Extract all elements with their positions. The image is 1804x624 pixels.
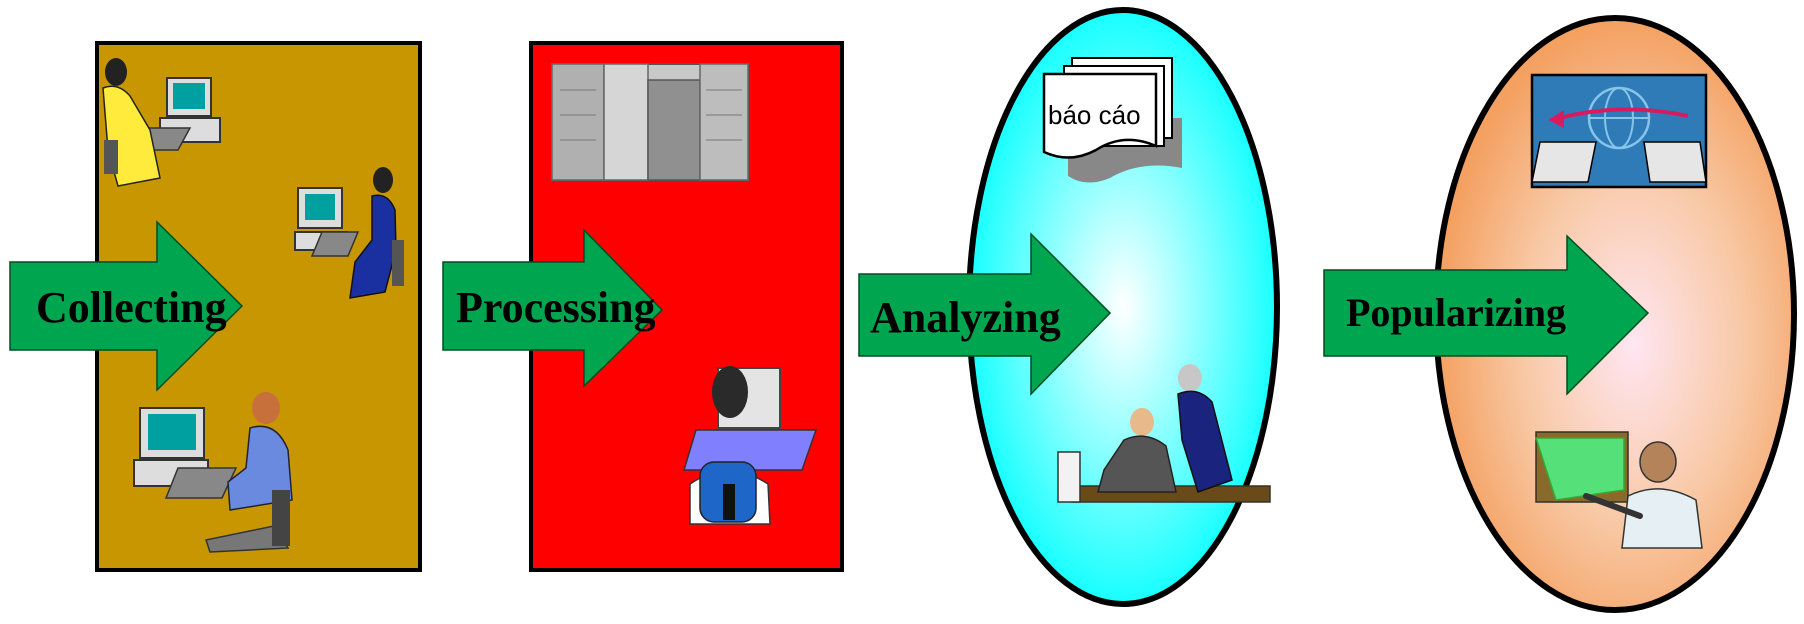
report-label: báo cáo xyxy=(1048,100,1141,130)
arrow-collecting: Collecting xyxy=(9,220,244,392)
analyzing-panel: báo cáo xyxy=(966,7,1280,607)
presenter-icon xyxy=(1534,431,1703,549)
operator-at-console-icon xyxy=(682,366,818,525)
arrow-processing: Processing xyxy=(442,228,664,388)
two-analysts-icon xyxy=(1057,364,1271,503)
label-processing: Processing xyxy=(456,283,656,332)
label-analyzing: Analyzing xyxy=(870,293,1061,342)
label-popularizing: Popularizing xyxy=(1346,290,1566,335)
woman-at-computer-icon xyxy=(102,58,221,187)
report-pages-icon: báo cáo xyxy=(1042,57,1182,183)
processing-panel xyxy=(529,41,844,572)
server-rack-icon xyxy=(551,63,749,181)
arrow-popularizing: Popularizing xyxy=(1323,234,1650,396)
woman-at-desk-icon xyxy=(294,167,404,299)
man-at-computer-icon xyxy=(133,392,293,553)
network-laptops-icon xyxy=(1530,73,1708,189)
arrow-analyzing: Analyzing xyxy=(858,232,1112,396)
label-collecting: Collecting xyxy=(36,283,227,332)
